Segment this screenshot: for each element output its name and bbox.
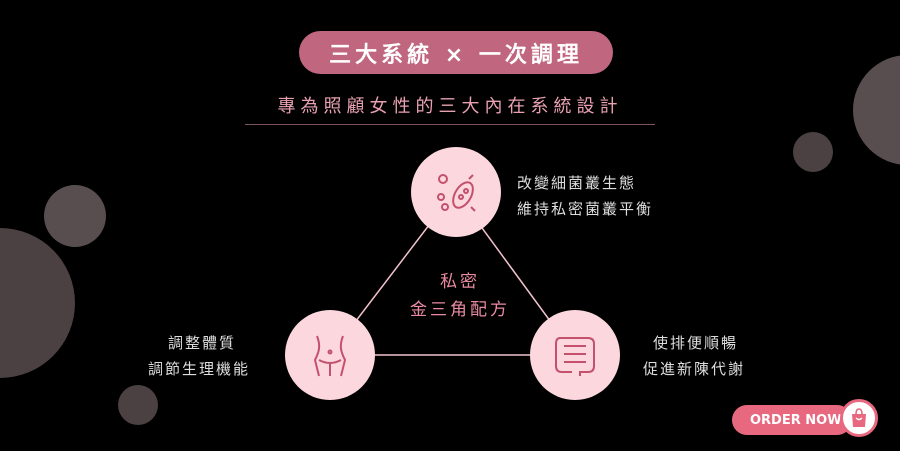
left-line1: 調整體質 — [168, 334, 237, 352]
intestine-icon — [555, 337, 595, 376]
node-bacteria — [411, 147, 501, 237]
top-line1: 改變細菌叢生態 — [517, 174, 637, 192]
right-line2: 促進新陳代謝 — [643, 360, 746, 378]
node-intestine — [530, 310, 620, 400]
body-waist-icon — [313, 335, 347, 377]
top-description: 改變細菌叢生態 維持私密菌叢平衡 — [517, 170, 653, 222]
bacteria-icon — [437, 174, 476, 212]
decor-circle — [793, 132, 833, 172]
node-body — [285, 310, 375, 400]
order-now-label: ORDER NOW — [750, 412, 842, 428]
order-now-button[interactable]: ORDER NOW — [732, 405, 852, 435]
decor-circle — [0, 228, 75, 378]
right-description: 使排便順暢 促進新陳代謝 — [643, 330, 745, 382]
decor-circle — [118, 385, 158, 425]
subtitle: 專為照顧女性的三大內在系統設計 — [277, 96, 623, 117]
decor-circle — [853, 55, 900, 165]
center-line2: 金三角配方 — [410, 300, 510, 320]
center-line1: 私密 — [440, 272, 480, 292]
left-description: 調整體質 調節生理機能 — [148, 330, 268, 382]
order-bag-button[interactable] — [840, 399, 878, 437]
left-line2: 調節生理機能 — [148, 360, 251, 378]
shopping-bag-icon — [852, 408, 866, 427]
subtitle-underline — [245, 124, 655, 125]
header-title: 三大系統 × 一次調理 — [299, 31, 613, 74]
decor-circle — [44, 185, 106, 247]
center-label: 私密 金三角配方 — [400, 268, 520, 324]
top-line2: 維持私密菌叢平衡 — [517, 200, 654, 218]
right-line1: 使排便順暢 — [653, 334, 739, 352]
